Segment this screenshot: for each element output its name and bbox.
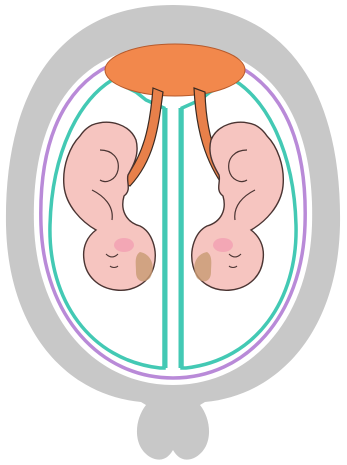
fetus-left-cheek <box>114 238 134 252</box>
fetus-right-cheek <box>213 238 233 252</box>
placenta <box>105 44 245 96</box>
